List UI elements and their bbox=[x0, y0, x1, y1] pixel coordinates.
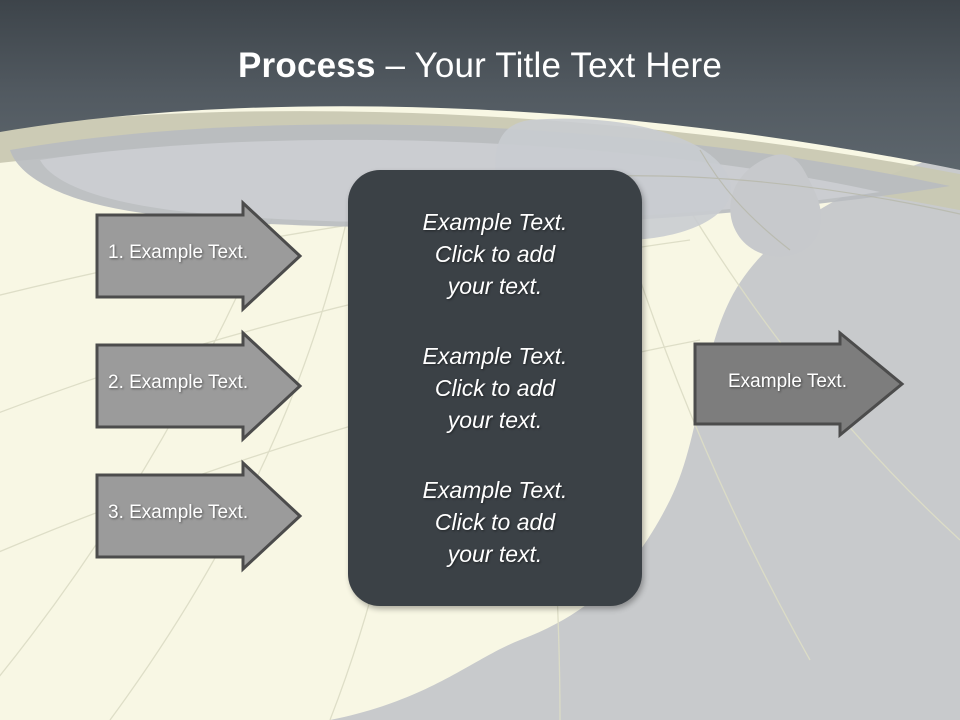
panel-text-block-3: Example Text. Click to add your text. bbox=[422, 477, 568, 567]
process-input-arrow-3[interactable]: 3. Example Text. bbox=[94, 458, 306, 574]
panel-text-block-2: Example Text. Click to add your text. bbox=[422, 343, 568, 433]
arrow-right-icon bbox=[95, 459, 303, 573]
slide-title: Process – Your Title Text Here bbox=[0, 44, 960, 88]
process-detail-panel[interactable]: Example Text. Click to add your text. Ex… bbox=[348, 170, 642, 606]
arrow-right-icon bbox=[95, 199, 303, 313]
process-output-arrow[interactable]: Example Text. bbox=[692, 329, 908, 439]
process-input-arrow-1[interactable]: 1. Example Text. bbox=[94, 198, 306, 314]
title-remainder: – Your Title Text Here bbox=[375, 46, 722, 85]
arrow-right-icon bbox=[693, 329, 905, 439]
process-input-arrow-2[interactable]: 2. Example Text. bbox=[94, 328, 306, 444]
title-bold-word: Process bbox=[238, 46, 376, 85]
page-title: Process – Your Title Text Here bbox=[238, 44, 722, 88]
arrow-right-icon bbox=[95, 329, 303, 443]
panel-text-block-1: Example Text. Click to add your text. bbox=[422, 209, 568, 299]
